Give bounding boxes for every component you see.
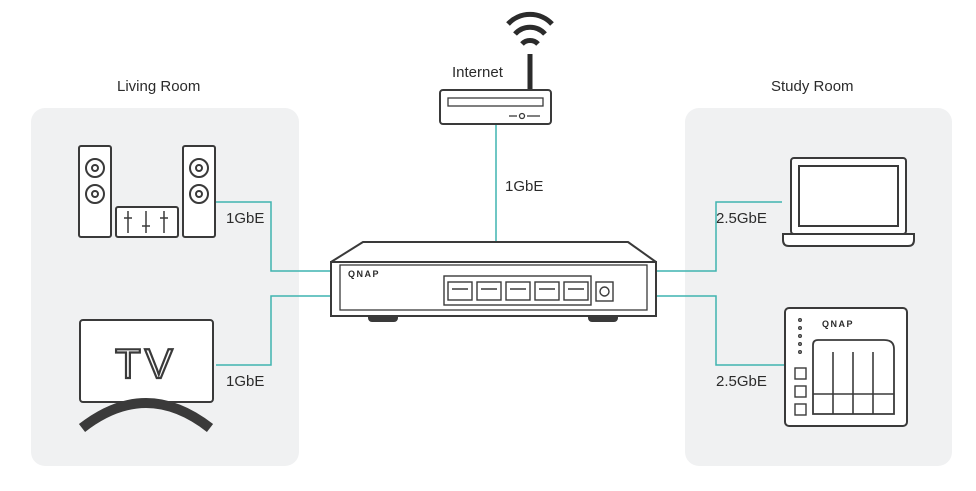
wifi-icon bbox=[506, 11, 554, 46]
cable-audio bbox=[212, 201, 330, 272]
audio-link-label: 1GbE bbox=[226, 210, 265, 227]
switch-ports bbox=[443, 275, 592, 306]
tv-icon: TV bbox=[78, 319, 214, 432]
tv-screen-text: TV bbox=[115, 340, 177, 387]
nas-icon: QNAP bbox=[784, 307, 908, 427]
cable-laptop bbox=[656, 201, 782, 272]
cable-tv bbox=[216, 295, 330, 366]
laptop-link-label: 2.5GbE bbox=[716, 210, 767, 227]
router-link-label: 1GbE bbox=[505, 178, 544, 195]
router-icon bbox=[439, 89, 552, 125]
stereo-icon bbox=[78, 145, 216, 238]
study-room-title: Study Room bbox=[771, 78, 854, 95]
switch-brand-logo: QNAP bbox=[348, 269, 380, 279]
switch-power-port bbox=[595, 281, 614, 302]
tv-link-label: 1GbE bbox=[226, 373, 265, 390]
living-room-title: Living Room bbox=[117, 78, 201, 95]
cable-nas bbox=[656, 295, 784, 366]
nas-link-label: 2.5GbE bbox=[716, 373, 767, 390]
nas-brand-logo: QNAP bbox=[822, 319, 854, 329]
laptop-icon bbox=[782, 157, 915, 247]
cables bbox=[212, 124, 784, 366]
internet-label: Internet bbox=[452, 64, 503, 81]
switch-icon: QNAP bbox=[330, 241, 657, 322]
